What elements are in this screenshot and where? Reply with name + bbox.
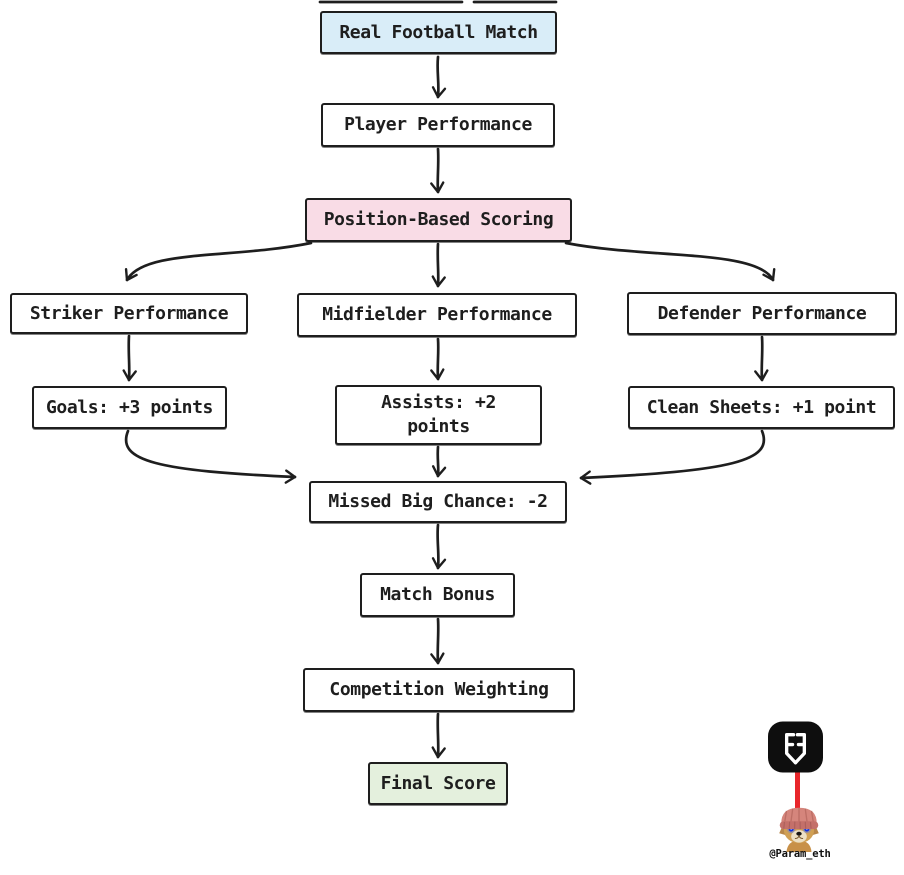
edge-midfielder-assists (430, 337, 445, 381)
node-clean-sheets-points: Clean Sheets: +1 point (628, 386, 895, 429)
edge-defender-cleansheets (754, 335, 769, 382)
edge-bonus-weighting (430, 617, 445, 665)
node-label: Final Score (380, 772, 496, 794)
watermark-handle: @Param_eth (769, 848, 831, 860)
edge-missed-bonus (431, 523, 447, 570)
node-position-based-scoring: Position-Based Scoring (305, 198, 572, 242)
logo-glyph (784, 733, 807, 765)
node-label: Player Performance (344, 114, 532, 135)
node-match-bonus: Match Bonus (360, 573, 515, 617)
edge-cleansheets-missed (579, 429, 766, 485)
node-real-football-match: Real Football Match (320, 11, 557, 54)
node-final-score: Final Score (368, 762, 508, 805)
edge-scoring-defender (564, 241, 776, 282)
edge-match-player (431, 55, 447, 99)
node-label: Match Bonus (380, 584, 495, 605)
edge-weighting-final (431, 712, 446, 759)
edge-striker-goals (122, 334, 137, 382)
node-competition-weighting: Competition Weighting (303, 668, 575, 712)
node-striker-performance: Striker Performance (10, 293, 248, 334)
node-goals-points: Goals: +3 points (32, 386, 227, 429)
node-label: Striker Performance (29, 302, 229, 324)
node-player-performance: Player Performance (321, 103, 555, 147)
node-label: Missed Big Chance: -2 (328, 491, 548, 512)
doge-in-pink-knit-hat-icon (779, 807, 819, 852)
red-connector-line (795, 770, 800, 810)
node-label: Real Football Match (339, 21, 538, 43)
edge-scoring-striker (124, 241, 313, 282)
logo-background (768, 721, 823, 773)
node-missed-big-chance: Missed Big Chance: -2 (309, 481, 567, 523)
node-assists-points: Assists: +2 points (335, 385, 542, 445)
edge-assists-missed (431, 445, 447, 478)
node-label: Position-Based Scoring (323, 209, 554, 230)
node-label: Clean Sheets: +1 point (646, 396, 877, 418)
edge-player-scoring (430, 147, 445, 194)
edge-goals-missed (124, 429, 297, 484)
node-label: Assists: +2 points (381, 392, 496, 437)
edge-scoring-midfielder (431, 242, 446, 288)
node-midfielder-performance: Midfielder Performance (297, 293, 577, 337)
node-label: Defender Performance (657, 302, 867, 324)
node-label: Midfielder Performance (322, 304, 552, 325)
node-defender-performance: Defender Performance (627, 292, 897, 335)
node-label: Goals: +3 points (46, 396, 213, 418)
node-label: Competition Weighting (329, 679, 549, 700)
shield-double-f-logo-icon (768, 721, 823, 773)
